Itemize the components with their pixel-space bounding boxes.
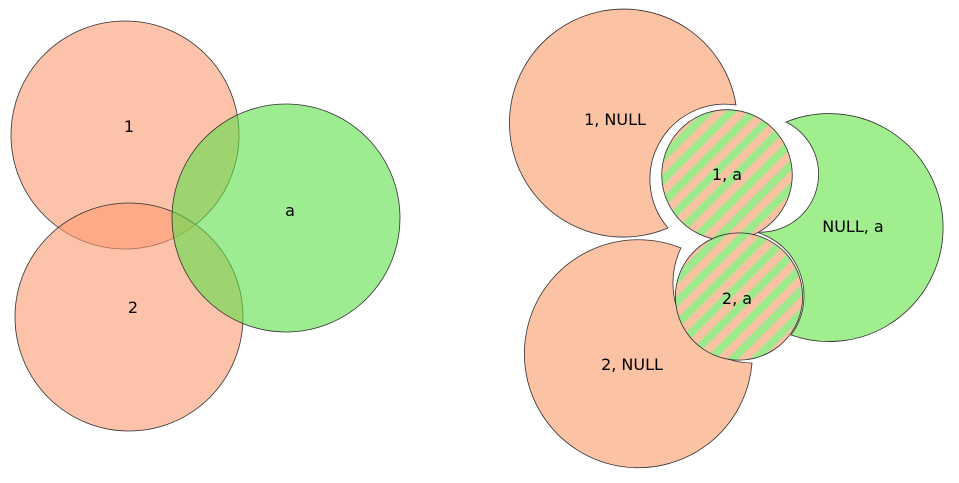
piece-1-a-label: 1, a xyxy=(712,165,742,184)
circle-2-label: 2 xyxy=(128,298,138,317)
piece-2-a xyxy=(675,232,803,361)
piece-null-a xyxy=(744,113,944,342)
piece-2-null-label: 2, NULL xyxy=(601,355,663,374)
piece-1-null xyxy=(509,8,737,238)
input-layers: 1 2 a xyxy=(10,20,401,432)
piece-2-a-label: 2, a xyxy=(722,289,752,308)
circle-a-label: a xyxy=(285,201,295,220)
circle-a xyxy=(171,103,401,333)
piece-null-a-label: NULL, a xyxy=(822,217,883,236)
circle-1-label: 1 xyxy=(124,117,134,136)
piece-1-a xyxy=(661,109,793,241)
union-result: 1, NULL 2, NULL NULL, a 1, a 2, a xyxy=(509,8,944,469)
piece-1-null-label: 1, NULL xyxy=(584,110,646,129)
